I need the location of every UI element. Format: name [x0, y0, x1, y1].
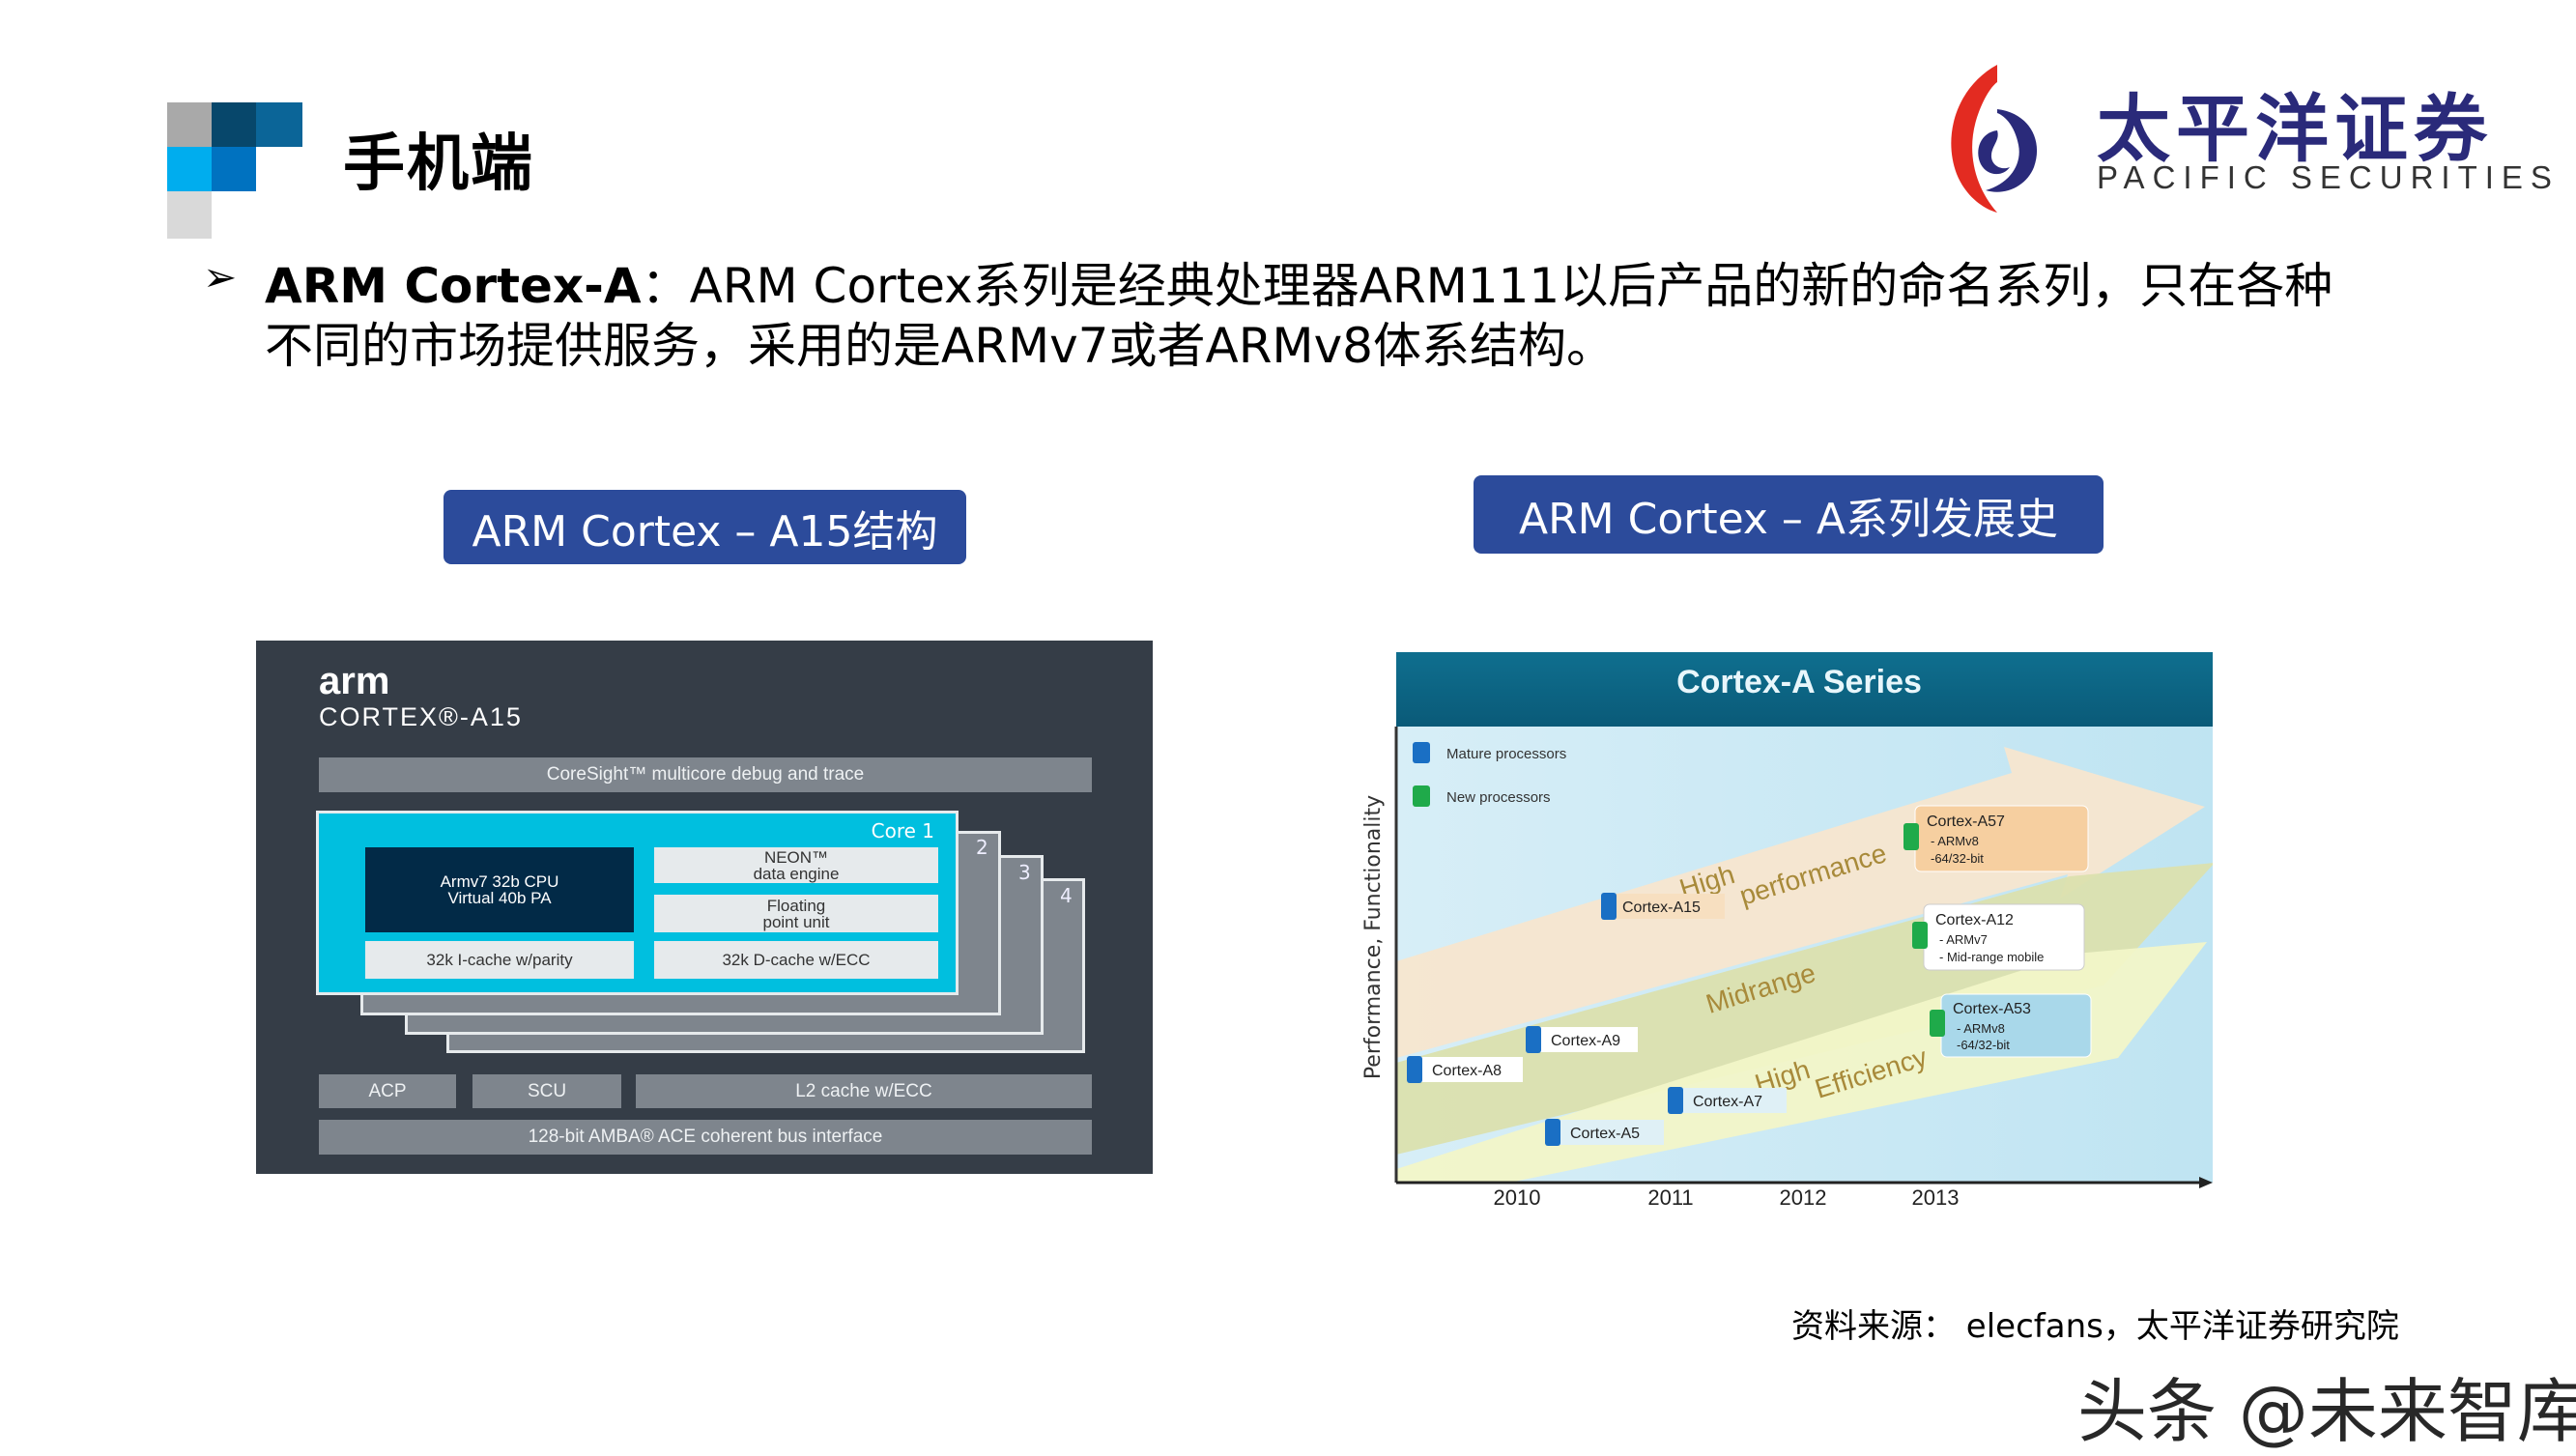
scu-block: SCU [472, 1074, 621, 1108]
mature-marker [1407, 1056, 1422, 1083]
processor-label: Cortex-A5 [1570, 1126, 1640, 1142]
deco-square [212, 147, 256, 191]
processor-detail: -64/32-bit [1931, 851, 1984, 866]
bullet-term: ARM Cortex-A [265, 258, 642, 314]
watermark: 头条 @未来智库 [2077, 1371, 2576, 1452]
neon-line: data engine [753, 864, 840, 883]
caption-a-series-history: ARM Cortex – A系列发展史 [1474, 475, 2104, 554]
product-name: CORTEX®-A15 [319, 702, 523, 731]
processor-label: Cortex-A7 [1693, 1094, 1762, 1110]
logo-name-en: PACIFIC SECURITIES [2097, 159, 2560, 195]
cpu-line: Armv7 32b CPU [440, 872, 559, 891]
deco-square [167, 191, 212, 239]
processor-label: Cortex-A15 [1622, 899, 1701, 916]
chart-header [1396, 652, 2213, 727]
x-axis-arrow-icon [2199, 1177, 2213, 1188]
processor-cortex-a15: Cortex-A15 [1601, 893, 1725, 920]
coresight-block: CoreSight™ multicore debug and trace [319, 757, 1092, 792]
acp-block: ACP [319, 1074, 456, 1108]
legend-mature-label: Mature processors [1446, 746, 1566, 762]
fpu-line: point unit [762, 912, 830, 931]
deco-square [167, 147, 212, 191]
core-1-label: Core 1 [871, 819, 934, 842]
deco-square [212, 102, 256, 147]
processor-label: Cortex-A8 [1432, 1063, 1502, 1079]
processor-label: Cortex-A57 [1927, 814, 2005, 830]
processor-detail: - Mid-range mobile [1939, 950, 2044, 964]
bullet-arrow-icon: ➢ [203, 253, 238, 300]
mature-marker [1526, 1026, 1541, 1053]
core-number: 3 [1018, 861, 1031, 884]
bullet-text-1: ：ARM Cortex系列是经典处理器ARM111以后产品的新的命名系列，只在各… [641, 258, 2333, 314]
processor-cortex-a12: Cortex-A12 - ARMv7 - Mid-range mobile [1912, 903, 2085, 971]
processor-cortex-a9: Cortex-A9 [1526, 1026, 1638, 1053]
core-number: 2 [976, 836, 988, 859]
processor-detail: -64/32-bit [1957, 1038, 2010, 1052]
new-marker [1903, 823, 1919, 850]
processor-cortex-a5: Cortex-A5 [1545, 1119, 1664, 1146]
amba-bus-block: 128-bit AMBA® ACE coherent bus interface [319, 1120, 1092, 1155]
processor-detail: - ARMv8 [1957, 1021, 2005, 1036]
year-tick: 2012 [1780, 1185, 1827, 1210]
core-number: 4 [1060, 884, 1073, 907]
mature-marker [1668, 1087, 1683, 1114]
processor-cortex-a57: Cortex-A57 - ARMv8 -64/32-bit [1903, 805, 2089, 872]
bullet-line-2: 不同的市场提供服务，采用的是ARMv7或者ARMv8体系结构。 [265, 318, 1615, 374]
cpu-line: Virtual 40b PA [447, 889, 552, 907]
deco-square [256, 102, 302, 147]
chart-title: Cortex-A Series [1676, 664, 1922, 700]
processor-detail: - ARMv7 [1939, 932, 1988, 947]
year-tick: 2011 [1647, 1185, 1693, 1210]
caption-a15-structure: ARM Cortex – A15结构 [444, 490, 966, 564]
arm-brand: arm [319, 660, 390, 702]
logo-name-cn: 太平洋证券 [2097, 86, 2493, 172]
y-axis-label: Performance, Functionality [1361, 794, 1386, 1080]
deco-square [167, 102, 212, 147]
x-axis-ticks: 2010 2011 2012 2013 [1494, 1185, 1960, 1210]
processor-label: Cortex-A9 [1551, 1033, 1620, 1049]
legend-mature-swatch [1413, 742, 1430, 763]
mature-marker [1601, 893, 1617, 920]
processor-cortex-a53: Cortex-A53 - ARMv8 -64/32-bit [1930, 993, 2092, 1058]
new-marker [1930, 1010, 1945, 1037]
logo-emblem-icon [1951, 65, 2038, 213]
processor-cortex-a8: Cortex-A8 [1407, 1056, 1523, 1083]
cortex-a15-block-diagram: arm CORTEX®-A15 CoreSight™ multicore deb… [256, 641, 1153, 1174]
processor-label: Cortex-A53 [1953, 1001, 2031, 1017]
new-marker [1912, 922, 1928, 949]
processor-label: Cortex-A12 [1935, 912, 2014, 928]
page-title: 手机端 [343, 128, 534, 200]
fpu-line: Floating [766, 896, 826, 915]
icache-block: 32k I-cache w/parity [365, 941, 634, 979]
legend: Mature processors New processors [1413, 742, 1566, 807]
processor-detail: - ARMv8 [1931, 834, 1979, 848]
mature-marker [1545, 1119, 1560, 1146]
source-note: 资料来源： elecfans，太平洋证券研究院 [1791, 1307, 2399, 1346]
cortex-a-series-diagram: Cortex-A Series Mature processors New pr… [1394, 652, 2213, 1210]
l2-cache-block: L2 cache w/ECC [636, 1074, 1092, 1108]
processor-cortex-a7: Cortex-A7 [1668, 1087, 1787, 1114]
dcache-block: 32k D-cache w/ECC [654, 941, 938, 979]
year-tick: 2013 [1912, 1185, 1960, 1210]
bullet-line-1: ARM Cortex-A：ARM Cortex系列是经典处理器ARM111以后产… [265, 247, 2333, 317]
legend-new-label: New processors [1446, 789, 1551, 806]
neon-line: NEON™ [763, 847, 829, 867]
legend-new-swatch [1413, 785, 1430, 807]
year-tick: 2010 [1494, 1185, 1541, 1210]
